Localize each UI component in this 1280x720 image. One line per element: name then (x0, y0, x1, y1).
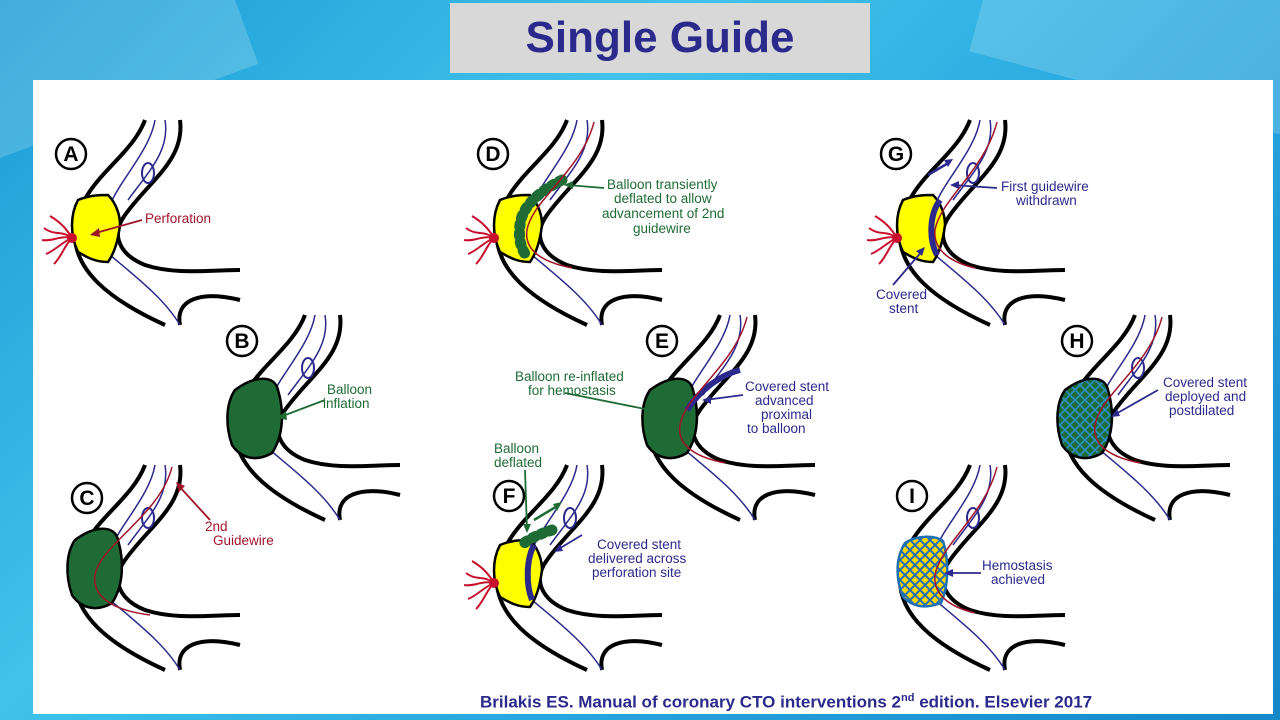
panel-letter: C (79, 487, 94, 510)
second-guidewire (1094, 316, 1163, 464)
deployed-stent (1056, 377, 1114, 460)
callout-label: Perforation (145, 211, 211, 226)
callout-arrow (177, 484, 211, 521)
second-guidewire (934, 121, 998, 269)
callout-label: stent (889, 301, 919, 316)
panel-letter: G (888, 143, 904, 166)
panel-letter: D (485, 143, 500, 166)
callout-label: Balloon re-inflated (515, 369, 624, 384)
panel-h: H Covered stent deployed and postdilated (1056, 313, 1247, 522)
panel-d: D Balloon transiently deflated to allow … (463, 118, 724, 327)
deflated-balloon (516, 524, 558, 551)
balloon-green (226, 377, 284, 460)
callout-label: perforation site (592, 565, 681, 580)
callout-label: inflation (323, 396, 370, 411)
wire-loop-icon (141, 162, 155, 184)
callout-label: for hemostasis (528, 383, 616, 398)
callout-arrow (279, 399, 326, 418)
callout-arrow (952, 184, 998, 189)
wire-loop-icon (966, 507, 980, 529)
callout-label: advanced (755, 393, 814, 408)
panel-letter-badge (645, 324, 679, 358)
callout-arrow (566, 184, 605, 189)
panel-letter: I (909, 485, 915, 508)
callout-label: Balloon transiently (607, 177, 718, 192)
panel-b: B Balloon inflation (225, 313, 402, 522)
callout-label: achieved (991, 572, 1045, 587)
wire-loop-icon (141, 507, 155, 529)
callout-arrow (704, 394, 744, 401)
panel-letter: F (503, 485, 516, 508)
second-guidewire (934, 466, 998, 614)
wire-loop-icon (1131, 357, 1145, 379)
callout-label: Balloon (494, 441, 539, 456)
callout-label: delivered across (588, 551, 687, 566)
wire-loop-icon (563, 507, 577, 529)
callout-label: Covered (876, 287, 927, 302)
balloon-green (641, 377, 699, 460)
covered-stent (928, 198, 943, 257)
panel-letter-badge (54, 137, 88, 171)
panel-letter-badge (476, 137, 510, 171)
panel-letter: E (655, 330, 669, 353)
deployed-stent (896, 535, 949, 608)
direction-arrow (927, 160, 951, 177)
panel-i: I Hemostasis achieved (895, 463, 1067, 672)
panel-letter-badge (895, 479, 929, 513)
callout-label: Covered stent (745, 379, 829, 394)
panel-letter: B (234, 330, 249, 353)
panel-a: A Perforation (41, 118, 243, 327)
callout-label: Guidewire (213, 533, 274, 548)
callout-arrow (564, 392, 651, 411)
callout-label: to balloon (747, 421, 806, 436)
callout-label: advancement of 2nd (602, 206, 724, 221)
callout-arrow (524, 469, 528, 531)
callout-arrow (892, 249, 924, 286)
panel-letter-badge (225, 324, 259, 358)
panel-f: F Balloon deflated Covered stent deliver… (463, 441, 687, 672)
second-guidewire (526, 121, 595, 269)
panel-c: C 2nd Guidewire (66, 463, 274, 672)
panel-g: G First guidewire withdrawn Covered sten… (866, 118, 1089, 327)
wire-loop-icon (966, 162, 980, 184)
callout-label: guidewire (633, 221, 691, 236)
callout-label: 2nd (205, 519, 228, 534)
callout-label: postdilated (1169, 403, 1234, 418)
callout-label: withdrawn (1015, 193, 1077, 208)
panel-letter-badge (879, 137, 913, 171)
callout-arrow (1113, 389, 1159, 416)
citation-tail: edition. Elsevier 2017 (914, 692, 1093, 712)
callout-arrow (91, 219, 143, 235)
balloon-green (66, 527, 124, 610)
title-box: Single Guide (450, 3, 870, 73)
second-guidewire (679, 316, 748, 464)
panel-letter-badge (1060, 324, 1094, 358)
direction-arrow (533, 503, 560, 522)
callout-label: Covered stent (597, 537, 681, 552)
page-title: Single Guide (525, 13, 795, 62)
citation: Brilakis ES. Manual of coronary CTO inte… (480, 692, 1092, 713)
panel-letter: A (63, 143, 78, 166)
balloon-yellow (70, 193, 122, 264)
panel-letter-badge (492, 479, 526, 513)
deflated-balloon (514, 174, 568, 261)
panel-e: E Balloon re-inflated for hemostasis Cov… (515, 313, 829, 522)
callout-label: deflated to allow (614, 191, 712, 206)
callout-label: deployed and (1165, 389, 1246, 404)
citation-sup: nd (901, 692, 915, 704)
panel-letter: H (1069, 330, 1084, 353)
covered-stent (524, 543, 537, 602)
callout-label: First guidewire (1001, 179, 1089, 194)
citation-main: Brilakis ES. Manual of coronary CTO inte… (480, 692, 902, 712)
callout-label: deflated (494, 455, 542, 470)
callout-label: Hemostasis (982, 558, 1053, 573)
second-guidewire (93, 466, 173, 616)
callout-label: proximal (761, 407, 812, 422)
callout-label: Covered stent (1163, 375, 1247, 390)
callout-label: Balloon (327, 382, 372, 397)
covered-stent (684, 367, 741, 412)
wire-loop-icon (301, 357, 315, 379)
panel-letter-badge (70, 481, 104, 515)
